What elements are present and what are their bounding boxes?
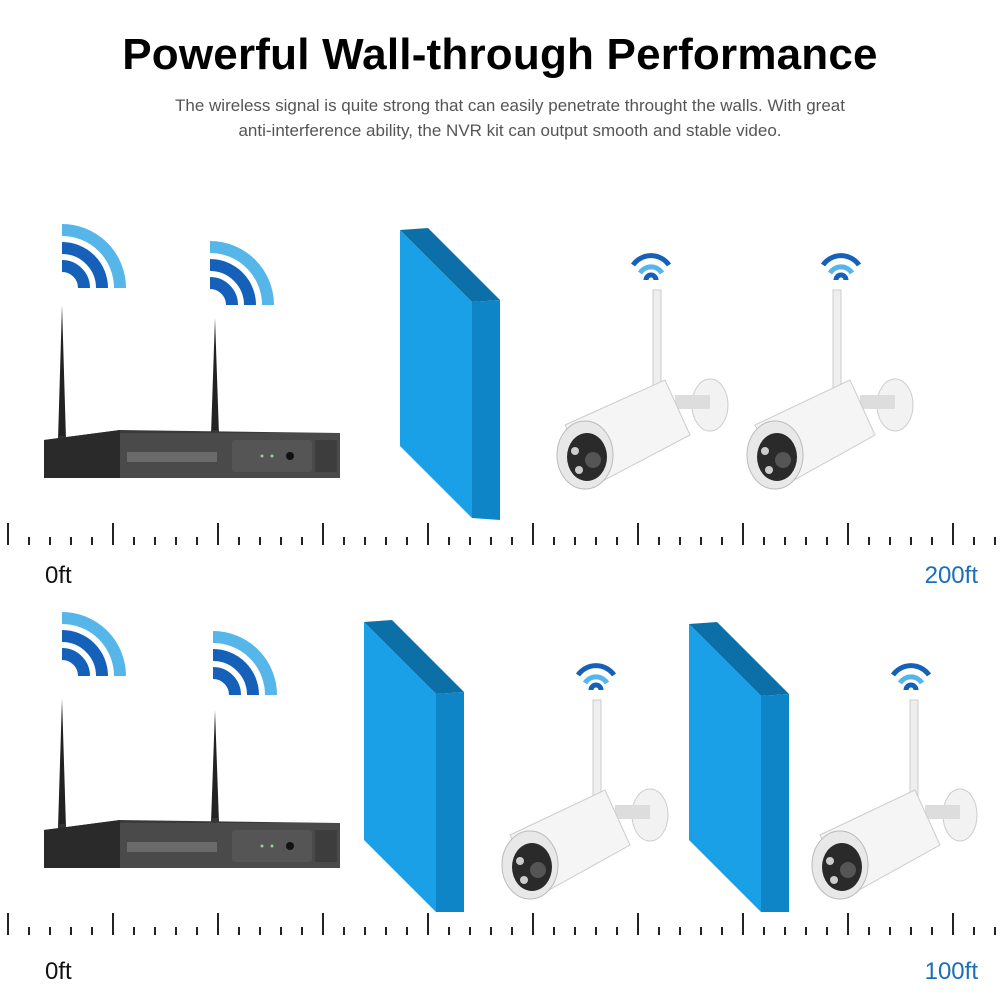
camera xyxy=(746,253,914,490)
distance-ruler xyxy=(7,913,996,935)
wifi-signal-icon xyxy=(61,224,126,289)
distance-start-label: 0ft xyxy=(45,562,72,589)
distance-end-label: 200ft xyxy=(924,562,978,589)
panel-100ft: 0ft 100ft xyxy=(0,590,1000,990)
nvr-recorder xyxy=(44,698,340,868)
camera xyxy=(556,253,729,490)
distance-end-label: 100ft xyxy=(924,958,978,985)
wifi-signal-icon xyxy=(209,241,274,306)
wifi-signal-icon xyxy=(212,631,277,696)
distance-start-label: 0ft xyxy=(45,958,72,985)
page-subtitle: The wireless signal is quite strong that… xyxy=(90,93,930,143)
wifi-signal-icon xyxy=(61,612,126,677)
nvr-recorder xyxy=(44,305,340,478)
panel-200ft: 0ft 200ft xyxy=(0,200,1000,600)
camera xyxy=(501,663,669,900)
subtitle-line-2: anti-interference ability, the NVR kit c… xyxy=(238,121,782,140)
wall xyxy=(364,620,464,912)
wall xyxy=(400,228,500,520)
page-title: Powerful Wall-through Performance xyxy=(122,30,878,79)
wall xyxy=(689,622,789,912)
distance-ruler xyxy=(7,523,996,545)
subtitle-line-1: The wireless signal is quite strong that… xyxy=(175,96,845,115)
camera xyxy=(811,663,978,900)
